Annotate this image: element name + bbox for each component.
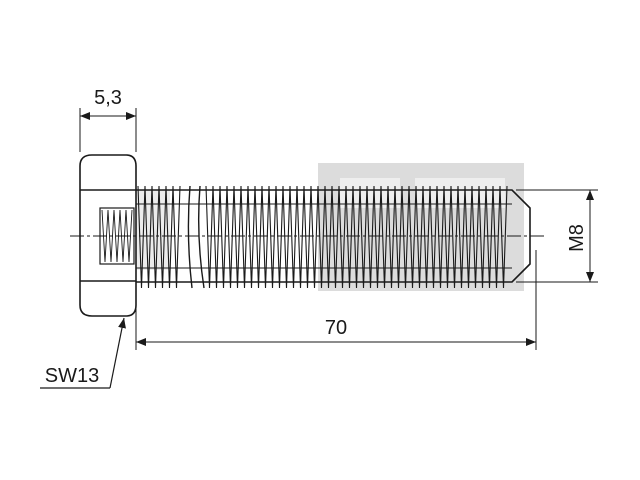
dimension-head-height (79, 108, 137, 152)
leader-wrench-size (40, 317, 126, 389)
bolt-shank (101, 185, 531, 289)
wrench-size-label: SW13 (45, 365, 99, 387)
thread-size-label: M8 (566, 224, 588, 252)
total-length-label: 70 (325, 317, 347, 339)
bolt-head (79, 154, 137, 317)
dimension-total-length (135, 250, 537, 350)
dimension-thread-size (516, 189, 598, 283)
head-height-label: 5,3 (94, 87, 122, 109)
